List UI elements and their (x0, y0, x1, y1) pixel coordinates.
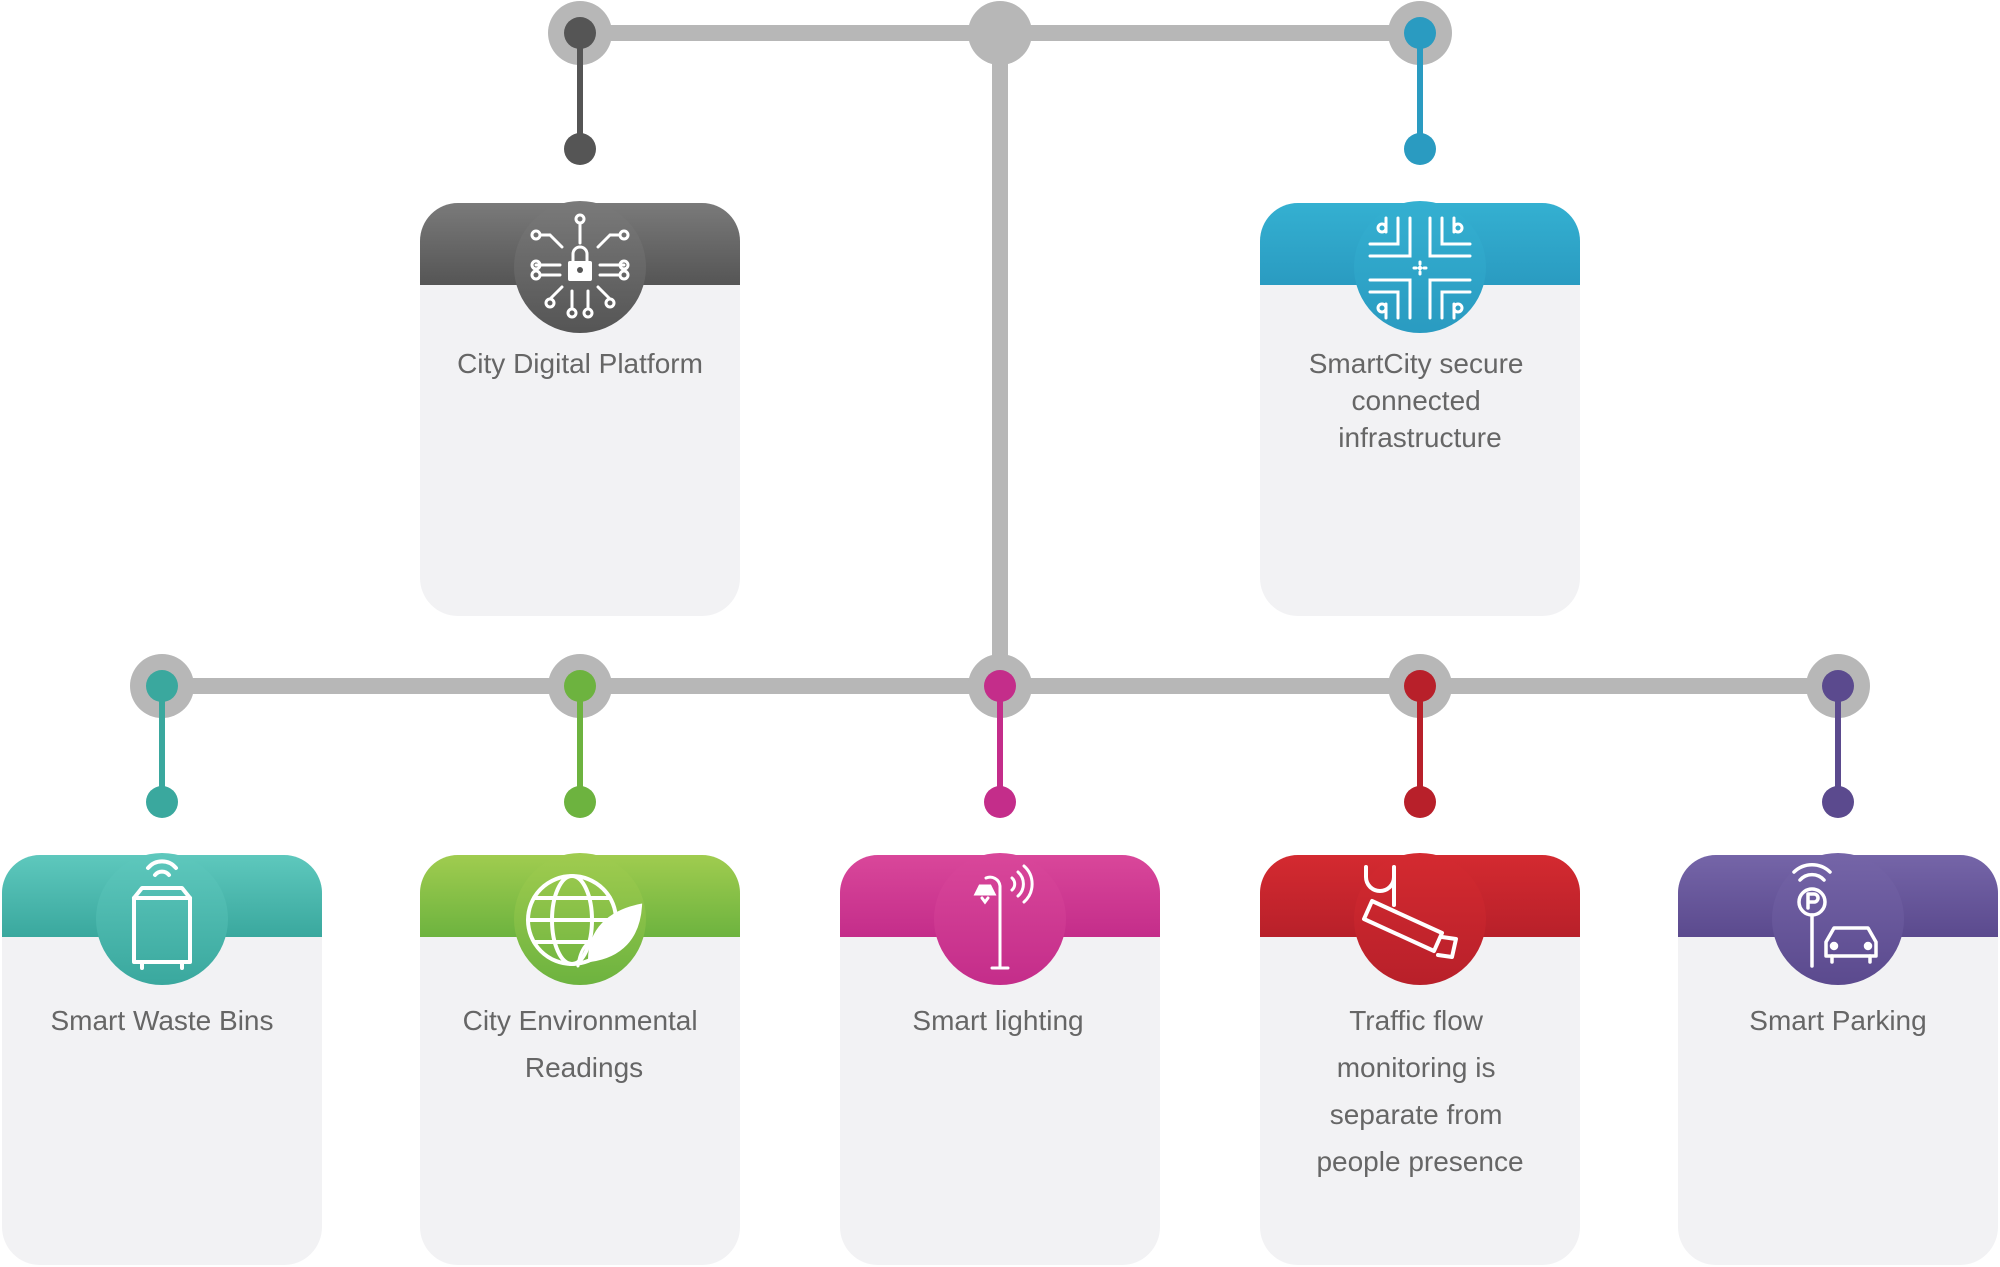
card-title-line: connected (1352, 385, 1481, 416)
card-city-environmental-readings: City Environmental Readings (420, 654, 740, 1265)
card-body (420, 203, 740, 616)
card-body (1260, 855, 1580, 1265)
card-city-digital-platform: City Digital Platform (420, 1, 740, 616)
connector-node (1806, 654, 1870, 818)
card-title-city-environmental-readings: City Environmental Readings (463, 1005, 706, 1083)
card-title-line: separate from (1330, 1099, 1503, 1130)
card-title-line: City Environmental (463, 1005, 698, 1036)
bus-node-dot (564, 670, 596, 702)
card-title-smart-parking: Smart Parking (1749, 1005, 1926, 1036)
card-shape (840, 853, 1160, 1265)
card-smart-waste-bins: Smart Waste Bins (2, 654, 322, 1265)
connector-node (548, 1, 612, 165)
street-lamp-icon (973, 864, 1034, 970)
connector-node (968, 654, 1032, 818)
bus-node-dot (564, 17, 596, 49)
parking-car-icon (1792, 863, 1878, 968)
card-smartcity-infrastructure: SmartCity secure connected infrastructur… (1260, 1, 1580, 616)
stem-end-dot (984, 786, 1016, 818)
card-icon-badge (1354, 853, 1486, 985)
card-shape (2, 853, 322, 1265)
globe-leaf-icon (526, 874, 643, 968)
card-icon-badge (96, 853, 228, 985)
card-shape (1678, 853, 1998, 1265)
card-title-line: people presence (1316, 1146, 1523, 1177)
card-title-line: SmartCity secure (1309, 348, 1524, 379)
stem-end-dot (1404, 786, 1436, 818)
waste-bin-icon (132, 859, 192, 970)
bus-node-dot (1822, 670, 1854, 702)
card-title-line: Smart Parking (1749, 1005, 1926, 1036)
card-body (1260, 203, 1580, 616)
card-smart-parking: Smart Parking (1678, 654, 1998, 1265)
connector-bus (154, 1, 1846, 694)
card-title-line: infrastructure (1338, 422, 1501, 453)
card-title-smartcity-infrastructure: SmartCity secure connected infrastructur… (1309, 348, 1532, 453)
bus-node-dot (1404, 670, 1436, 702)
bus-node-dot (984, 670, 1016, 702)
stem-end-dot (564, 786, 596, 818)
circuit-board-icon (1368, 216, 1472, 320)
stem-end-dot (146, 786, 178, 818)
bus-node-dot (1404, 17, 1436, 49)
card-body (840, 855, 1160, 1265)
card-title-line: Smart Waste Bins (50, 1005, 273, 1036)
card-icon-badge (1772, 853, 1904, 985)
card-title-line: Traffic flow (1349, 1005, 1484, 1036)
card-body (2, 855, 322, 1265)
connector-node (548, 654, 612, 818)
card-title-city-digital-platform: City Digital Platform (457, 348, 703, 379)
stem-end-dot (1404, 133, 1436, 165)
camera-icon (1362, 865, 1458, 959)
card-title-smart-lighting: Smart lighting (912, 1005, 1083, 1036)
card-shape (1260, 201, 1580, 616)
circuit-lock-icon (530, 213, 630, 319)
bus-node-dot (146, 670, 178, 702)
stem-end-dot (564, 133, 596, 165)
connector-node (1388, 1, 1452, 165)
card-title-smart-waste-bins: Smart Waste Bins (50, 1005, 273, 1036)
card-traffic-flow: Traffic flow monitoring is separate from… (1260, 654, 1580, 1265)
card-body (1678, 855, 1998, 1265)
card-title-line: City Digital Platform (457, 348, 703, 379)
card-title-line: Smart lighting (912, 1005, 1083, 1036)
card-title-line: monitoring is (1337, 1052, 1496, 1083)
connector-node (1388, 654, 1452, 818)
card-body (420, 855, 740, 1265)
card-smart-lighting: Smart lighting (840, 654, 1160, 1265)
top-center-hub (968, 1, 1032, 65)
card-title-traffic-flow: Traffic flow monitoring is separate from… (1316, 1005, 1523, 1177)
stem-end-dot (1822, 786, 1854, 818)
connector-node (130, 654, 194, 818)
card-title-line: Readings (525, 1052, 643, 1083)
